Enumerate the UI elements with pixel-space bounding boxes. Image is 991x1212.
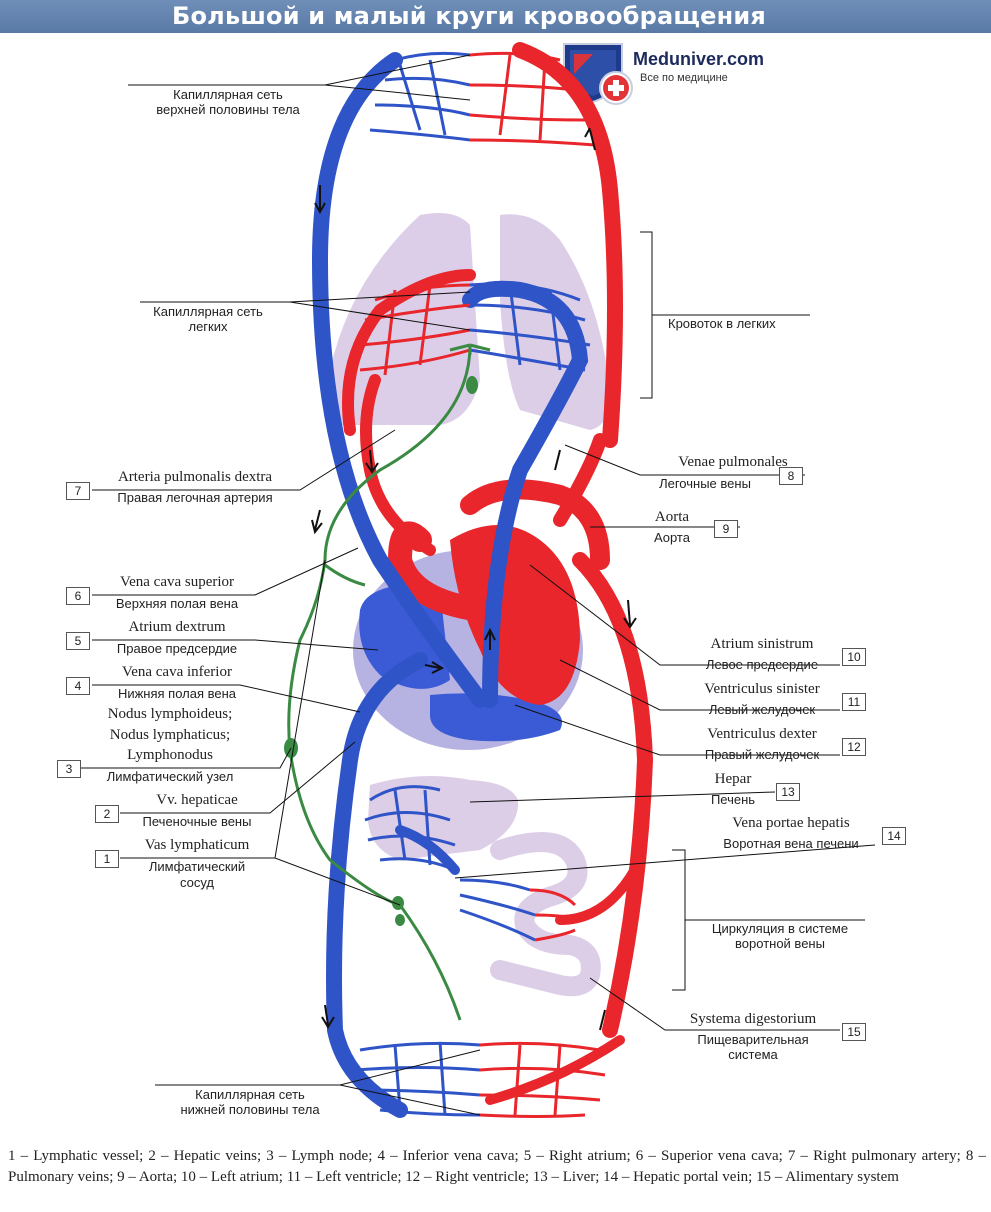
latin-ventriculus-dexter: Ventriculus dexter — [707, 726, 817, 742]
russian-left-atrium: Левое предсердие — [705, 657, 819, 672]
item-number-1: 1 — [95, 850, 119, 868]
russian-right-ventricle: Правый желудочек — [704, 747, 820, 762]
latin-atrium-sinistrum: Atrium sinistrum — [710, 636, 814, 652]
portal-label-1: Циркуляция в системе — [711, 921, 849, 936]
latin-aorta: Aorta — [654, 509, 690, 525]
russian-digestive-system-1: Пищеварительная — [697, 1032, 809, 1047]
item-number-11: 11 — [842, 693, 866, 711]
latin-vas-lymphaticum: Vas lymphaticum — [144, 837, 250, 853]
russian-vena-cava-inferior: Нижняя полая вена — [117, 686, 237, 701]
latin-arteria-pulmonalis: Arteria pulmonalis dextra — [117, 469, 273, 485]
item-number-6: 6 — [66, 587, 90, 605]
item-number-14: 14 — [882, 827, 906, 845]
title-bar — [0, 0, 991, 33]
cap-lower-label-2: нижней половины тела — [180, 1102, 320, 1117]
latin-nodus-lymphoideus: Nodus lymphoideus; — [107, 706, 233, 722]
russian-digestive-system-2: система — [728, 1047, 778, 1062]
cap-upper-label-1: Капиллярная сеть — [173, 87, 283, 102]
russian-atrium-dextrum: Правое предсердие — [116, 641, 238, 656]
latin-ventriculus-sinister: Ventriculus sinister — [704, 681, 820, 697]
meduniver-logo-icon — [563, 43, 633, 105]
latin-vena-cava-inferior: Vena cava inferior — [122, 664, 232, 680]
circulation-diagram — [78, 42, 876, 1118]
russian-left-ventricle: Левый желудочек — [708, 702, 816, 717]
russian-pulmonary-veins: Легочные вены — [659, 476, 751, 491]
cap-lung-label-1: Капиллярная сеть — [153, 304, 263, 319]
russian-portal-vein: Воротная вена печени — [723, 836, 859, 851]
item-number-9: 9 — [714, 520, 738, 538]
page-title: Большой и малый круги кровообращения — [172, 2, 767, 30]
latin-vv-hepaticae: Vv. hepaticae — [156, 792, 238, 808]
item-number-3: 3 — [57, 760, 81, 778]
latin-vena-portae: Vena portae hepatis — [732, 815, 850, 831]
latin-lymphonodus: Lymphonodus — [127, 747, 213, 763]
russian-lymph-vessel-2: сосуд — [179, 875, 215, 890]
item-number-8: 8 — [779, 467, 803, 485]
item-number-15: 15 — [842, 1023, 866, 1041]
item-number-4: 4 — [66, 677, 90, 695]
latin-systema-digestorium: Systema digestorium — [689, 1011, 817, 1027]
right-ventricle-shape — [430, 693, 562, 742]
portal-label-2: воротной вены — [735, 936, 825, 951]
latin-vena-cava-superior: Vena cava superior — [119, 574, 235, 590]
russian-lymph-vessel-1: Лимфатический — [148, 859, 246, 874]
digestive-tract — [490, 832, 601, 997]
russian-aorta: Аорта — [654, 530, 690, 545]
figure-caption: 1 – Lymphatic vessel; 2 – Hepatic veins;… — [8, 1148, 986, 1185]
latin-venae-pulmonales: Venae pulmonales — [678, 454, 788, 470]
russian-hepatic-veins: Печеночные вены — [142, 814, 252, 829]
latin-nodus-lymphaticus: Nodus lymphaticus; — [109, 727, 231, 743]
russian-lymph-node: Лимфатический узел — [106, 769, 234, 784]
item-number-10: 10 — [842, 648, 866, 666]
cap-lung-label-2: легких — [188, 319, 228, 334]
logo-tagline: Все по медицине — [640, 72, 728, 84]
logo-name: Meduniver.com — [633, 49, 765, 69]
latin-atrium-dextrum: Atrium dextrum — [128, 619, 226, 635]
russian-arteria-pulmonalis: Правая легочная артерия — [117, 490, 273, 505]
cap-upper-label-2: верхней половины тела — [156, 102, 300, 117]
russian-vena-cava-superior: Верхняя полая вена — [115, 596, 239, 611]
cap-lower-label-1: Капиллярная сеть — [195, 1087, 305, 1102]
item-number-5: 5 — [66, 632, 90, 650]
lung-flow-label: Кровоток в легких — [668, 316, 776, 331]
item-number-7: 7 — [66, 482, 90, 500]
russian-liver: Печень — [710, 792, 756, 807]
item-number-12: 12 — [842, 738, 866, 756]
item-number-2: 2 — [95, 805, 119, 823]
latin-hepar: Hepar — [714, 771, 752, 787]
item-number-13: 13 — [776, 783, 800, 801]
